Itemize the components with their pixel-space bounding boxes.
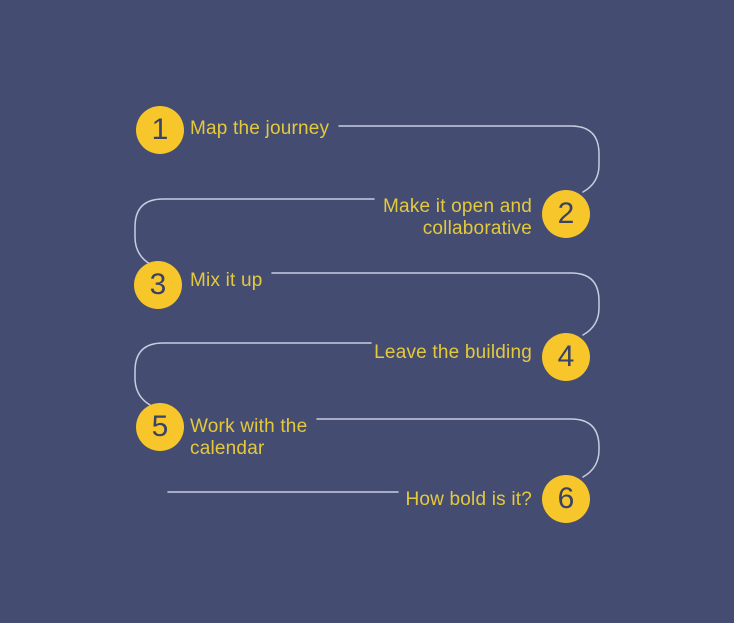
connector-line-2-3	[134, 198, 375, 265]
step-1-number: 1	[151, 113, 169, 146]
step-2-number: 2	[557, 197, 575, 230]
step-4-circle: 4	[542, 333, 590, 381]
connector-line-3-4	[271, 272, 600, 336]
connector-line-1-2	[338, 125, 600, 193]
step-2-circle: 2	[542, 190, 590, 238]
step-3-number: 3	[149, 268, 167, 301]
step-1-label: Map the journey	[190, 118, 330, 139]
step-5-circle: 5	[136, 403, 184, 451]
step-3-label: Mix it up	[190, 270, 263, 291]
step-6-circle: 6	[542, 475, 590, 523]
step-2-label: Make it open and collaborative	[383, 196, 532, 239]
connector-line-5-6	[316, 418, 600, 478]
step-3-circle: 3	[134, 261, 182, 309]
step-5-label: Work with the calendar	[190, 416, 308, 459]
connector-line-4-5	[134, 342, 372, 406]
step-1-circle: 1	[136, 106, 184, 154]
step-5-number: 5	[151, 410, 169, 443]
step-6-number: 6	[557, 482, 575, 515]
step-6-label: How bold is it?	[405, 489, 532, 510]
step-4-label: Leave the building	[374, 342, 532, 363]
step-4-number: 4	[557, 340, 575, 373]
